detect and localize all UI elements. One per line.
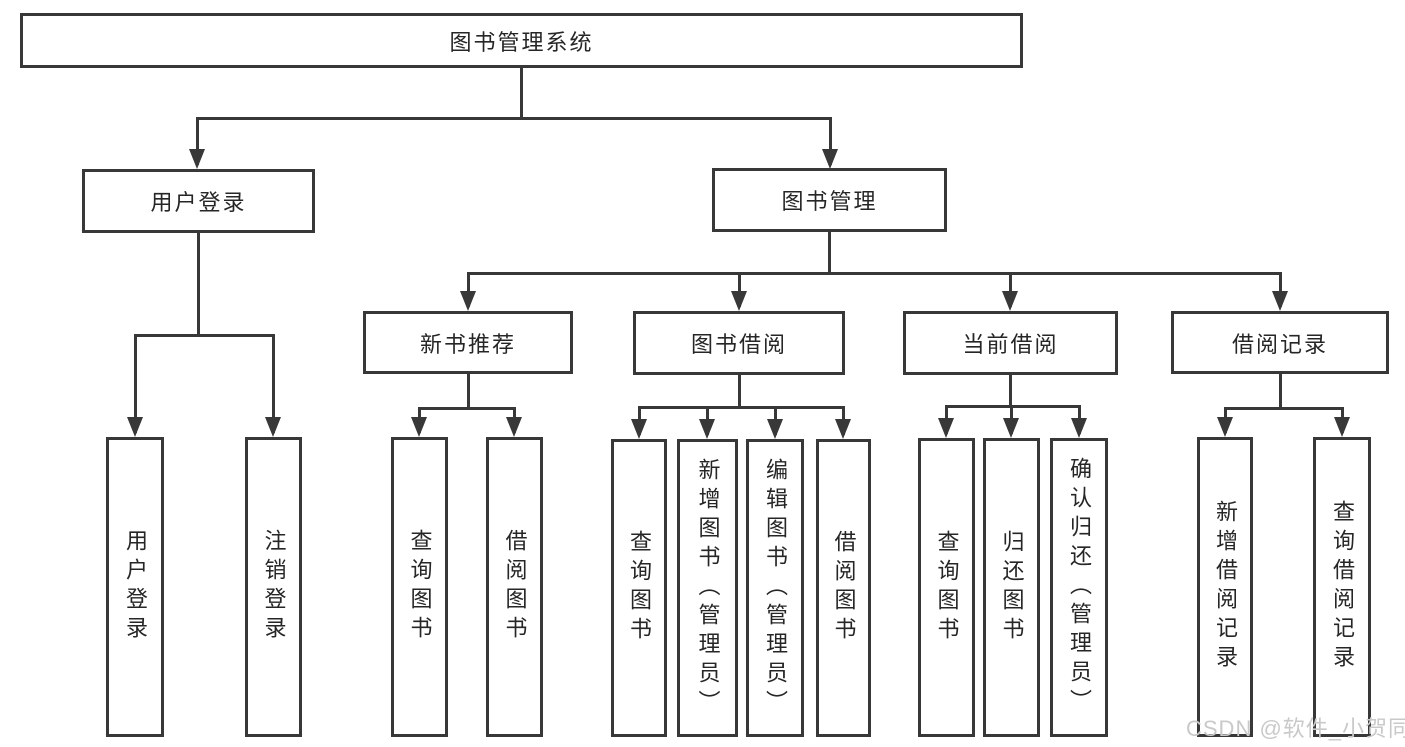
csdn-watermark: CSDN @软件_小贺同学 bbox=[1186, 716, 1405, 741]
arrowhead-icon bbox=[767, 419, 783, 439]
connector-line-vertical bbox=[1008, 273, 1012, 307]
arrowhead-icon bbox=[1003, 418, 1019, 438]
node-label-leaf-query-borrow-record: 查询借阅记录 bbox=[1330, 500, 1355, 674]
arrowhead-icon bbox=[822, 149, 838, 169]
connector-line-vertical bbox=[466, 374, 470, 408]
node-label-leaf-logout: 注销登录 bbox=[261, 529, 287, 645]
connector-line-vertical bbox=[196, 233, 200, 335]
connector-line-vertical bbox=[828, 118, 832, 165]
connector-line-horizontal bbox=[1223, 406, 1344, 410]
node-label-leaf-query-book-b: 查询图书 bbox=[627, 530, 652, 646]
arrowhead-icon bbox=[1334, 417, 1350, 437]
node-leaf-borrow-book-a: 借阅图书 bbox=[486, 437, 543, 737]
connector-line-vertical bbox=[737, 273, 741, 307]
node-leaf-query-borrow-record: 查询借阅记录 bbox=[1313, 437, 1371, 737]
arrowhead-icon bbox=[127, 417, 143, 437]
arrowhead-icon bbox=[1272, 291, 1288, 311]
node-new-book-recommend: 新书推荐 bbox=[363, 311, 573, 374]
node-leaf-query-book-b: 查询图书 bbox=[611, 439, 667, 737]
connector-line-horizontal bbox=[133, 333, 275, 337]
connector-line-vertical bbox=[519, 68, 523, 118]
arrowhead-icon bbox=[699, 419, 715, 439]
node-label-leaf-return-book: 归还图书 bbox=[999, 529, 1025, 646]
node-leaf-borrow-book-b: 借阅图书 bbox=[816, 439, 871, 737]
node-current-borrowing: 当前借阅 bbox=[903, 311, 1118, 375]
node-leaf-query-book-a: 查询图书 bbox=[391, 437, 448, 737]
node-leaf-confirm-return: 确认归还（管理员） bbox=[1050, 438, 1108, 737]
node-borrowing-records: 借阅记录 bbox=[1171, 311, 1389, 374]
node-label-leaf-edit-book: 编辑图书（管理员） bbox=[763, 457, 788, 719]
node-book-borrowing: 图书借阅 bbox=[633, 311, 845, 375]
connector-line-vertical bbox=[133, 335, 137, 433]
connector-line-vertical bbox=[737, 375, 741, 407]
node-label-leaf-query-book-c: 查询图书 bbox=[934, 529, 960, 646]
arrowhead-icon bbox=[938, 418, 954, 438]
arrowhead-icon bbox=[506, 417, 522, 437]
connector-line-horizontal bbox=[466, 271, 1282, 275]
node-label-new-book-recommend: 新书推荐 bbox=[419, 331, 516, 357]
connector-line-horizontal bbox=[417, 406, 516, 410]
node-leaf-add-borrow-record: 新增借阅记录 bbox=[1197, 437, 1253, 737]
node-label-book-borrowing: 图书借阅 bbox=[690, 332, 787, 357]
node-label-leaf-borrow-book-b: 借阅图书 bbox=[831, 530, 857, 646]
connector-line-vertical bbox=[195, 118, 199, 165]
node-label-borrowing-records: 借阅记录 bbox=[1231, 331, 1328, 357]
arrowhead-icon bbox=[411, 417, 427, 437]
arrowhead-icon bbox=[731, 291, 747, 311]
node-label-leaf-confirm-return: 确认归还（管理员） bbox=[1067, 457, 1092, 718]
connector-line-vertical bbox=[827, 232, 831, 273]
connector-line-vertical bbox=[1278, 374, 1282, 408]
connector-line-horizontal bbox=[944, 404, 1081, 408]
arrowhead-icon bbox=[1217, 417, 1233, 437]
node-label-user-login: 用户登录 bbox=[150, 190, 247, 215]
connector-line-horizontal bbox=[195, 116, 832, 120]
node-leaf-query-book-c: 查询图书 bbox=[918, 438, 975, 737]
node-user-login: 用户登录 bbox=[82, 169, 315, 233]
connector-line-vertical bbox=[466, 273, 470, 307]
arrowhead-icon bbox=[835, 419, 851, 439]
node-leaf-edit-book: 编辑图书（管理员） bbox=[746, 439, 804, 737]
arrowhead-icon bbox=[1002, 291, 1018, 311]
node-leaf-return-book: 归还图书 bbox=[983, 438, 1040, 737]
connector-line-horizontal bbox=[637, 405, 845, 409]
arrowhead-icon bbox=[460, 291, 476, 311]
connector-line-vertical bbox=[1278, 273, 1282, 307]
node-label-leaf-add-borrow-record: 新增借阅记录 bbox=[1213, 500, 1238, 674]
connector-line-vertical bbox=[271, 335, 275, 433]
node-label-current-borrowing: 当前借阅 bbox=[962, 332, 1059, 357]
node-leaf-user-login: 用户登录 bbox=[106, 437, 164, 737]
node-root: 图书管理系统 bbox=[20, 13, 1023, 68]
node-label-leaf-query-book-a: 查询图书 bbox=[407, 529, 433, 645]
arrowhead-icon bbox=[189, 149, 205, 169]
connector-line-vertical bbox=[1008, 375, 1012, 406]
node-label-leaf-user-login: 用户登录 bbox=[123, 529, 148, 645]
node-label-root: 图书管理系统 bbox=[449, 29, 594, 55]
node-label-leaf-borrow-book-a: 借阅图书 bbox=[502, 529, 528, 645]
arrowhead-icon bbox=[631, 419, 647, 439]
node-label-leaf-add-book: 新增图书（管理员） bbox=[695, 457, 721, 719]
node-book-management: 图书管理 bbox=[712, 168, 947, 232]
arrowhead-icon bbox=[265, 417, 281, 437]
node-label-book-management: 图书管理 bbox=[781, 189, 878, 214]
arrowhead-icon bbox=[1071, 418, 1087, 438]
node-leaf-logout: 注销登录 bbox=[245, 437, 302, 737]
node-leaf-add-book: 新增图书（管理员） bbox=[677, 439, 738, 737]
